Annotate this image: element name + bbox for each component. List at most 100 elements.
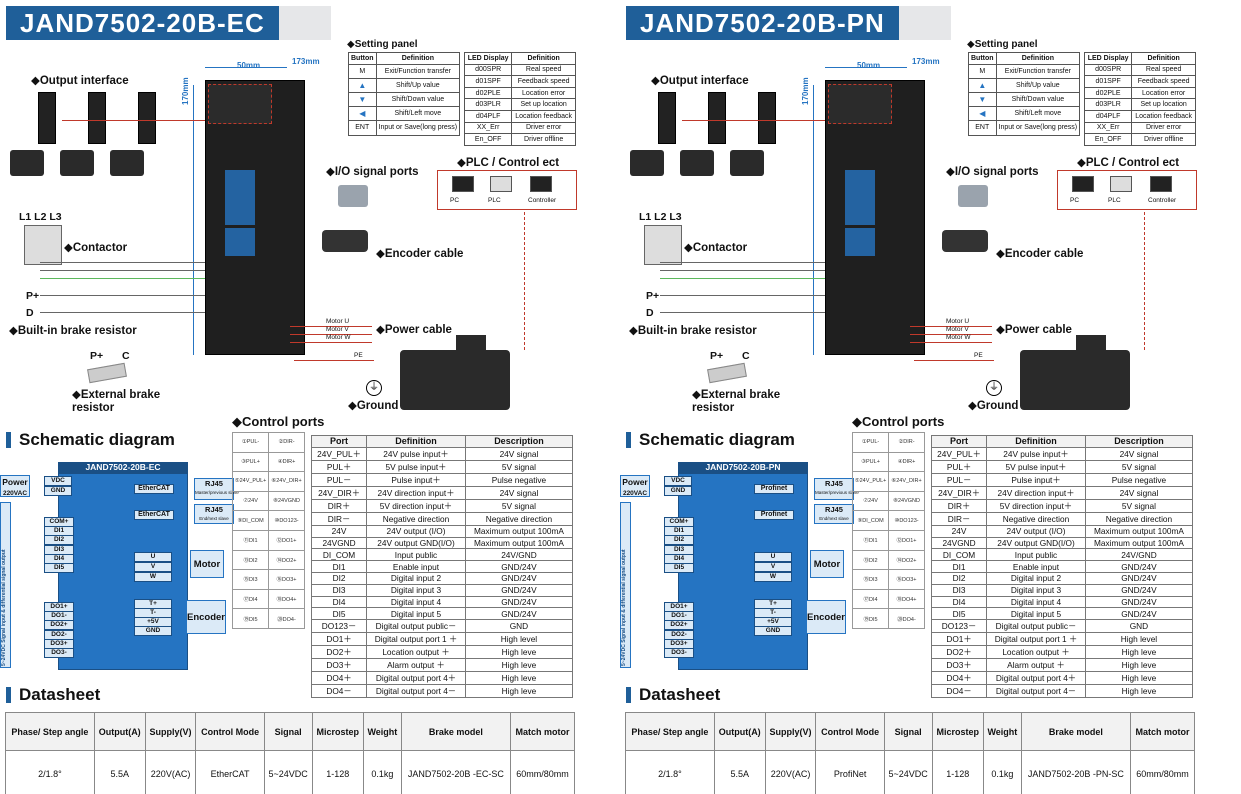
plc-device-image [452, 176, 474, 192]
io-port-highlight [845, 170, 875, 225]
control-cell: High level [1084, 632, 1194, 647]
datasheet-cell: 2/1.8° [5, 750, 95, 794]
contactor-image [644, 225, 682, 265]
control-cell: DO4－ [310, 684, 368, 699]
pin-cell: ⑭DO2+ [268, 549, 305, 571]
control-cell: DI4 [930, 595, 988, 609]
led-table-header: Definition [511, 52, 576, 65]
datasheet-cell: 1-128 [311, 750, 365, 794]
motor-phase-tag: V [134, 562, 172, 572]
output-interface-label: ◆Output interface [31, 75, 129, 87]
plc-device-label: PC [450, 197, 460, 204]
dim-height-line [813, 85, 814, 355]
encoder-port-highlight [225, 228, 255, 256]
encoder-box: Encoder [806, 600, 846, 634]
datasheet-header: Output(A) [93, 712, 146, 751]
led-cell: Real speed [511, 63, 576, 77]
datasheet-cell: EtherCAT [195, 750, 265, 794]
button-cell: Shift/Down value [375, 91, 461, 108]
dim-width: 50mm [857, 61, 881, 70]
control-cell: Digital output port 4－ [366, 684, 466, 699]
control-cell: Digital input 2 [986, 571, 1086, 585]
plc-device-image [1150, 176, 1172, 192]
led-table-header: LED Display [463, 52, 513, 65]
control-cell: GND/24V [464, 571, 574, 585]
control-row: DIR＋5V direction input＋5V signal [930, 498, 1194, 513]
led-cell: Driver offline [1131, 133, 1196, 146]
bus-tag-2: Profinet [754, 510, 794, 520]
pplus-label: P+ [26, 290, 40, 302]
control-cell: 24V_DIR＋ [930, 485, 988, 500]
pin-cell: ③PUL+ [852, 451, 889, 473]
wire [660, 295, 825, 296]
datasheet-cell: 0.1kg [983, 750, 1022, 794]
led-cell: Location error [511, 86, 576, 100]
encoder-cable-image [942, 230, 988, 252]
control-cell: DO2＋ [930, 645, 988, 660]
control-cell: DO4＋ [930, 671, 988, 686]
datasheet-header: Microstep [311, 712, 365, 751]
plc-device-label: PLC [488, 197, 501, 204]
motor-phase-tag: U [754, 552, 792, 562]
control-cell: High leve [1084, 645, 1194, 660]
datasheet-cell: JAND7502-20B -EC-SC [400, 750, 512, 794]
button-cell: Input or Save(long press) [375, 120, 461, 136]
pin-cell: ⑥24V_DIR+ [888, 471, 925, 492]
dashed-link [524, 212, 525, 350]
pin-cell: ⑱DO4+ [888, 588, 925, 610]
control-cell: DIR－ [310, 511, 368, 526]
led-cell: d03PLR [1083, 98, 1133, 111]
plc-device-label: Controller [528, 197, 557, 204]
led-cell: d01SPF [463, 75, 513, 88]
encoder-cable-label: ◆Encoder cable [996, 248, 1084, 260]
dim-height-line [193, 85, 194, 355]
control-row: DO4＋Digital output port 4＋High leve [930, 671, 1194, 686]
led-cell: d04PLF [463, 109, 513, 123]
wire [40, 270, 205, 271]
wire [660, 262, 825, 263]
led-cell: Location error [1131, 86, 1196, 100]
pin-cell: ⑲DI5 [852, 608, 889, 629]
contactor-label: ◆Contactor [64, 242, 128, 254]
button-row: ▲Shift/Up value [968, 77, 1081, 93]
mini-driver-image [138, 92, 156, 144]
motor-line-label: Motor V [326, 326, 349, 333]
pin-cell: ⑬DI2 [232, 549, 269, 571]
plc-device-image [1072, 176, 1094, 192]
pin-cell: ④DIR+ [888, 451, 925, 473]
driver-display [828, 84, 892, 124]
led-table-header: LED Display [1083, 52, 1133, 65]
led-cell: En_OFF [1083, 133, 1133, 146]
control-cell: Digital output port 4＋ [986, 671, 1086, 686]
control-cell: Digital input 4 [366, 595, 466, 609]
setting-panel-title: ◆Setting panel [967, 39, 1038, 50]
led-cell: En_OFF [463, 133, 513, 146]
datasheet-cell: 5~24VDC [883, 750, 933, 794]
control-cell: Maximum output 100mA [1084, 536, 1194, 550]
control-cell: GND/24V [464, 595, 574, 609]
wire [40, 312, 205, 313]
pin-cell: ⑰DI4 [232, 588, 269, 610]
control-cell: DIR－ [930, 511, 988, 526]
l1l2l3-label: L1 L2 L3 [639, 211, 682, 223]
control-cell: High leve [464, 671, 574, 686]
pin-row: ①PUL-②DIR- [852, 432, 925, 453]
control-cell: DO2＋ [310, 645, 368, 660]
